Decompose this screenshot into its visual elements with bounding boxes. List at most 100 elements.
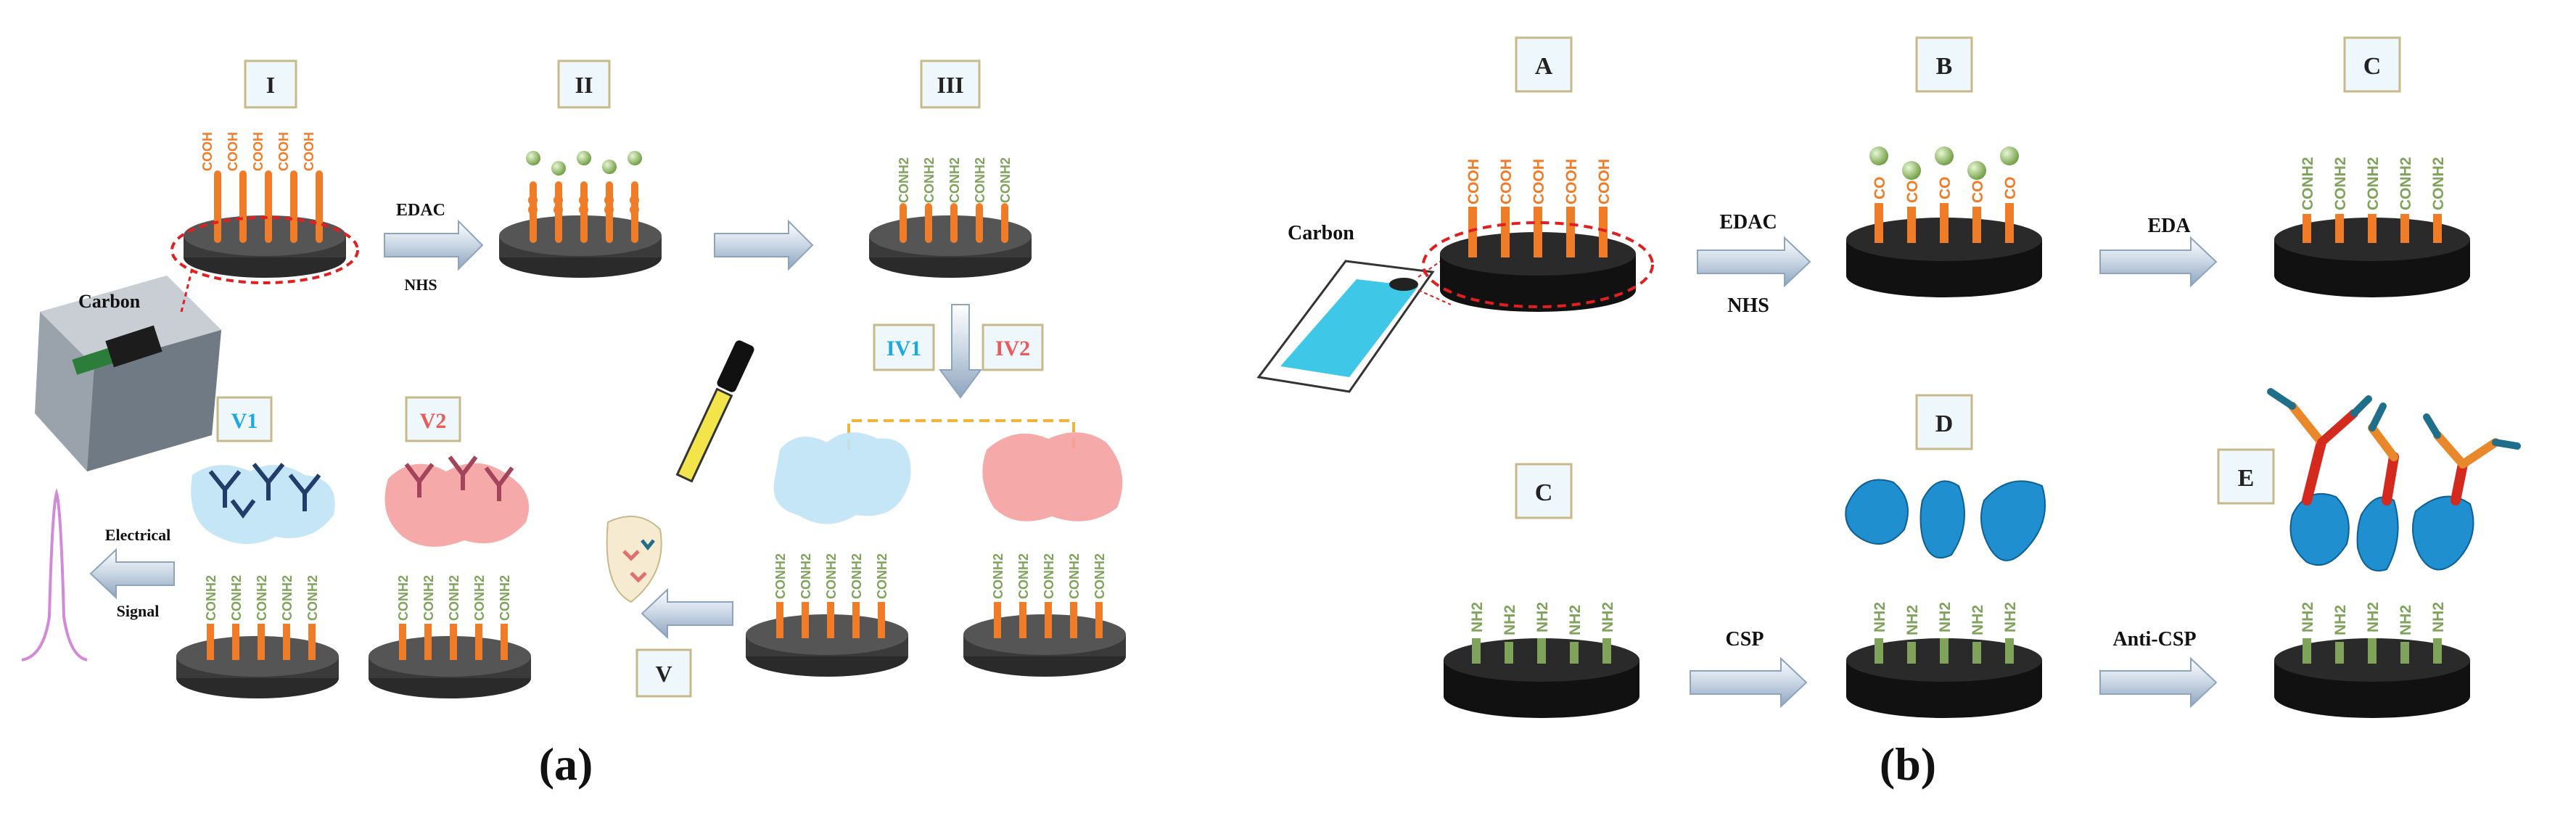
electrode-II: CO CO CO CO CO bbox=[499, 151, 662, 278]
svg-text:IV1: IV1 bbox=[886, 337, 921, 360]
svg-text:CO: CO bbox=[602, 195, 617, 215]
dropper-icon bbox=[606, 340, 754, 603]
svg-text:EDAC: EDAC bbox=[396, 201, 445, 220]
anti-csp-antibody-icon bbox=[2267, 388, 2521, 506]
panel-a: I II III IV1 IV2 V V1 V2 bbox=[21, 59, 1126, 790]
svg-text:CONH2: CONH2 bbox=[255, 575, 269, 621]
svg-text:II: II bbox=[575, 72, 593, 98]
svg-text:Anti-CSP: Anti-CSP bbox=[2112, 628, 2196, 651]
svg-text:CONH2: CONH2 bbox=[2365, 157, 2382, 210]
svg-text:NH2: NH2 bbox=[2398, 605, 2414, 635]
svg-text:CONH2: CONH2 bbox=[998, 157, 1013, 203]
svg-text:EDAC: EDAC bbox=[1719, 211, 1777, 234]
antibody-icon bbox=[208, 463, 321, 519]
svg-text:NH2: NH2 bbox=[1567, 605, 1584, 635]
arrow-ii-to-iii bbox=[714, 219, 814, 271]
svg-text:NH2: NH2 bbox=[1970, 605, 1986, 635]
svg-text:B: B bbox=[1936, 53, 1953, 80]
electrode-I: COOH COOH COOH COOH COOH bbox=[170, 132, 359, 284]
electrode-III: CONH2 CONH2 CONH2 CONH2 CONH2 bbox=[869, 157, 1032, 278]
svg-text:CONH2: CONH2 bbox=[447, 575, 461, 621]
svg-text:NH2: NH2 bbox=[1469, 602, 1486, 632]
step-box-III: III bbox=[920, 59, 981, 109]
svg-text:NH2: NH2 bbox=[2430, 602, 2447, 632]
svg-text:CONH2: CONH2 bbox=[1092, 553, 1107, 599]
arrow-edac-nhs-a: EDAC NHS bbox=[384, 201, 484, 294]
step-box-I: I bbox=[244, 59, 297, 109]
svg-text:C: C bbox=[1535, 479, 1553, 506]
svg-text:COOH: COOH bbox=[302, 132, 316, 171]
svg-text:COOH: COOH bbox=[1498, 159, 1515, 205]
svg-text:CONH2: CONH2 bbox=[991, 553, 1005, 599]
svg-text:CONH2: CONH2 bbox=[1067, 553, 1082, 599]
carbon-screen-printed-electrode: Carbon bbox=[1256, 222, 1452, 393]
electrode-V1: CONH2 CONH2 CONH2 CONH2 CONH2 bbox=[176, 463, 339, 698]
svg-text:COOH: COOH bbox=[200, 132, 215, 171]
arrow-anti-csp: Anti-CSP bbox=[2099, 628, 2218, 709]
electrode-E: NH2 NH2 NH2 NH2 NH2 bbox=[2267, 388, 2521, 718]
svg-text:CONH2: CONH2 bbox=[280, 575, 295, 621]
svg-text:CO: CO bbox=[551, 195, 566, 215]
step-box-IV2: IV2 bbox=[982, 323, 1044, 371]
step-box-IV1: IV1 bbox=[873, 323, 935, 371]
svg-text:CONH2: CONH2 bbox=[2332, 157, 2349, 210]
svg-text:V: V bbox=[655, 661, 672, 687]
svg-text:COOH: COOH bbox=[251, 132, 266, 171]
electrode-C-bottom: NH2 NH2 NH2 NH2 NH2 bbox=[1444, 602, 1639, 718]
svg-text:CO: CO bbox=[1937, 177, 1954, 200]
svg-text:CONH2: CONH2 bbox=[824, 553, 839, 599]
svg-text:CONH2: CONH2 bbox=[1016, 553, 1031, 599]
electrode-IV1: CONH2 CONH2 CONH2 CONH2 CONH2 bbox=[746, 432, 911, 677]
svg-text:NH2: NH2 bbox=[1872, 602, 1888, 632]
step-box-II: II bbox=[557, 59, 611, 109]
svg-text:NH2: NH2 bbox=[1937, 602, 1954, 632]
svg-text:CO: CO bbox=[2002, 177, 2019, 200]
svg-text:NHS: NHS bbox=[1727, 294, 1769, 317]
svg-text:CONH2: CONH2 bbox=[773, 553, 788, 599]
electrode-B: CO CO CO CO CO bbox=[1846, 147, 2042, 297]
svg-text:CO: CO bbox=[1970, 181, 1986, 204]
arrow-to-signal: Electrical Signal bbox=[89, 526, 175, 620]
panel-b: A B C C D E Carbon bbox=[1256, 36, 2521, 790]
svg-text:COOH: COOH bbox=[276, 132, 291, 171]
electrode-A: COOH COOH COOH COOH COOH bbox=[1422, 159, 1654, 312]
antigen-blob-red bbox=[982, 432, 1123, 521]
svg-text:V2: V2 bbox=[420, 409, 447, 433]
svg-text:CONH2: CONH2 bbox=[472, 575, 487, 621]
svg-text:NH2: NH2 bbox=[1904, 605, 1921, 635]
svg-text:CONH2: CONH2 bbox=[799, 553, 813, 599]
svg-text:NH2: NH2 bbox=[2300, 602, 2316, 632]
electrode-V2: CONH2 CONH2 CONH2 CONH2 CONH2 bbox=[369, 455, 531, 698]
svg-text:CONH2: CONH2 bbox=[2300, 157, 2316, 210]
svg-text:CO: CO bbox=[1904, 181, 1921, 204]
svg-text:CONH2: CONH2 bbox=[849, 553, 864, 599]
svg-text:CO: CO bbox=[1872, 177, 1888, 200]
arrow-eda: EDA bbox=[2099, 215, 2218, 288]
signal-peak-icon bbox=[21, 488, 88, 661]
svg-text:COOH: COOH bbox=[1531, 159, 1547, 205]
panel-b-caption: (b) bbox=[1880, 738, 1936, 790]
svg-text:NH2: NH2 bbox=[1534, 602, 1551, 632]
svg-text:CONH2: CONH2 bbox=[396, 575, 411, 621]
svg-text:IV2: IV2 bbox=[995, 337, 1030, 360]
arrow-edac-nhs-b: EDAC NHS bbox=[1697, 211, 1811, 317]
svg-text:COOH: COOH bbox=[1596, 159, 1613, 205]
step-box-V2: V2 bbox=[405, 396, 461, 442]
svg-text:NH2: NH2 bbox=[1600, 602, 1616, 632]
electrode-C-top: CONH2 CONH2 CONH2 CONH2 CONH2 bbox=[2274, 157, 2470, 297]
svg-text:Electrical: Electrical bbox=[105, 526, 170, 544]
electrode-D: NH2 NH2 NH2 NH2 NH2 bbox=[1845, 479, 2046, 718]
svg-text:Signal: Signal bbox=[117, 602, 160, 620]
svg-text:NH2: NH2 bbox=[2002, 602, 2019, 632]
svg-text:COOH: COOH bbox=[1563, 159, 1580, 205]
svg-text:CO: CO bbox=[627, 195, 642, 215]
svg-text:CONH2: CONH2 bbox=[897, 157, 911, 203]
svg-text:CONH2: CONH2 bbox=[2398, 157, 2414, 210]
svg-text:CONH2: CONH2 bbox=[204, 575, 218, 621]
electrode-IV2: CONH2 CONH2 CONH2 CONH2 CONH2 bbox=[963, 432, 1126, 677]
step-box-E: E bbox=[2217, 448, 2275, 505]
svg-text:CONH2: CONH2 bbox=[2430, 157, 2447, 210]
step-box-C-top: C bbox=[2343, 36, 2401, 93]
step-box-D: D bbox=[1915, 394, 1973, 450]
